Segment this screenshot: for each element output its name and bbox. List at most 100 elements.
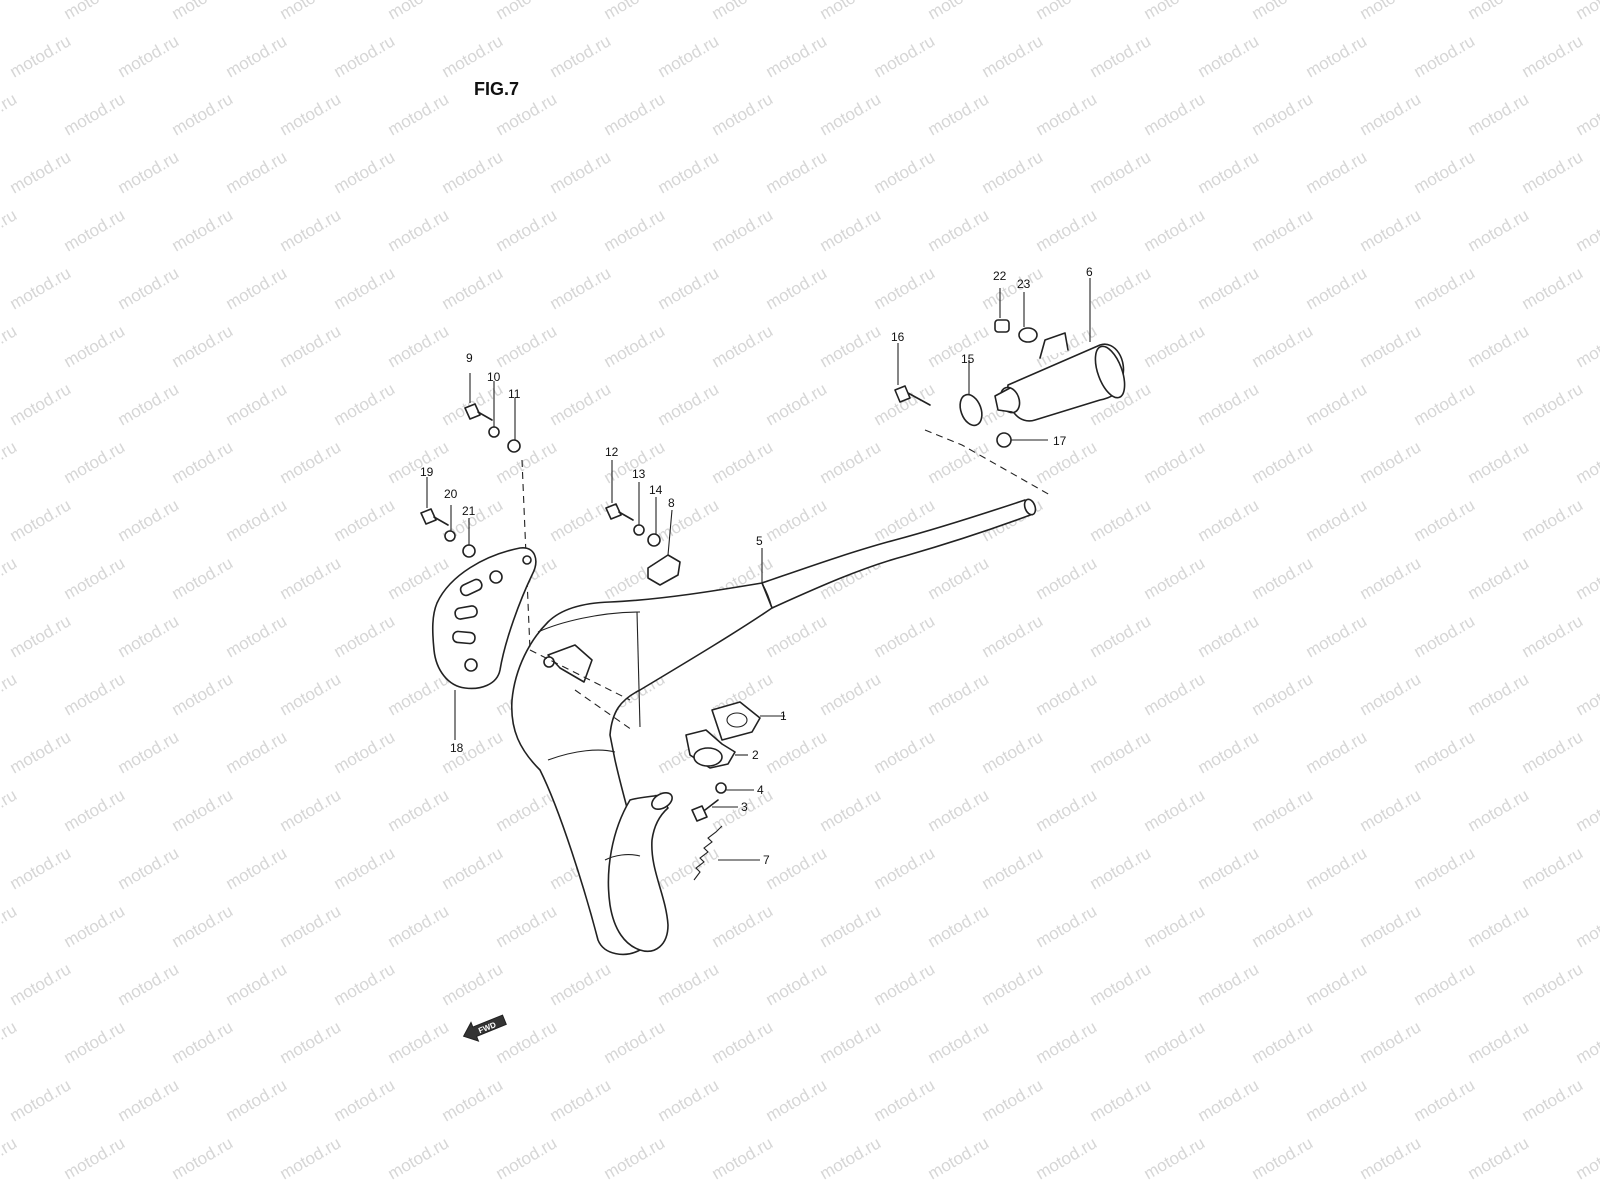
watermark-text: motod.ru: [655, 147, 723, 197]
callout-21: 21: [462, 504, 476, 518]
watermark-text: motod.ru: [1519, 263, 1587, 313]
cushion-23: [1018, 327, 1038, 343]
watermark-text: motod.ru: [1357, 901, 1425, 951]
watermark-text: motod.ru: [979, 31, 1047, 81]
watermark-text: motod.ru: [1249, 785, 1317, 835]
clamp-15: [959, 393, 983, 427]
watermark-text: motod.ru: [1573, 321, 1600, 371]
watermark-text: motod.ru: [655, 379, 723, 429]
watermark-text: motod.ru: [655, 843, 723, 893]
watermark-text: motod.ru: [277, 1017, 345, 1067]
watermark-text: motod.ru: [1303, 263, 1371, 313]
watermark-text: motod.ru: [1411, 31, 1479, 81]
watermark-text: motod.ru: [277, 553, 345, 603]
watermark-text: motod.ru: [547, 263, 615, 313]
watermark-text: motod.ru: [385, 901, 453, 951]
watermark-text: motod.ru: [547, 495, 615, 545]
watermark-text: motod.ru: [439, 727, 507, 777]
watermark-text: motod.ru: [1357, 785, 1425, 835]
watermark-text: motod.ru: [1141, 1017, 1209, 1067]
callout-12: 12: [605, 445, 619, 459]
watermark-text: motod.ru: [1249, 1017, 1317, 1067]
watermark-text: motod.ru: [169, 785, 237, 835]
watermark-text: motod.ru: [925, 1133, 993, 1183]
heat-shield: [431, 547, 537, 690]
watermark-text: motod.ru: [0, 785, 20, 835]
watermark-text: motod.ru: [115, 727, 183, 777]
watermark-text: motod.ru: [1573, 1133, 1600, 1183]
watermark-text: motod.ru: [979, 147, 1047, 197]
watermark-text: motod.ru: [1303, 1075, 1371, 1125]
watermark-text: motod.ru: [1141, 1133, 1209, 1183]
guide-line-d: [924, 429, 1051, 496]
watermark-text: motod.ru: [1465, 1133, 1533, 1183]
watermark-text: motod.ru: [709, 1017, 777, 1067]
watermark-text: motod.ru: [223, 379, 291, 429]
watermark-text: motod.ru: [1303, 31, 1371, 81]
watermark-text: motod.ru: [7, 727, 75, 777]
watermark-text: motod.ru: [1141, 0, 1209, 23]
watermark-text: motod.ru: [61, 205, 129, 255]
watermark-text: motod.ru: [709, 901, 777, 951]
watermark-text: motod.ru: [817, 1017, 885, 1067]
callout-13: 13: [632, 467, 646, 481]
watermark-text: motod.ru: [1465, 89, 1533, 139]
watermark-text: motod.ru: [655, 495, 723, 545]
callout-8: 8: [668, 496, 675, 510]
watermark-text: motod.ru: [277, 437, 345, 487]
watermark-text: motod.ru: [1033, 785, 1101, 835]
watermark-text: motod.ru: [979, 959, 1047, 1009]
watermark-text: motod.ru: [817, 669, 885, 719]
watermark-text: motod.ru: [709, 0, 777, 23]
watermark-text: motod.ru: [61, 669, 129, 719]
watermark-text: motod.ru: [61, 89, 129, 139]
watermark-text: motod.ru: [1411, 611, 1479, 661]
washer-14: [647, 533, 661, 547]
watermark-text: motod.ru: [1465, 0, 1533, 23]
watermark-text: motod.ru: [1249, 901, 1317, 951]
watermark-text: motod.ru: [385, 205, 453, 255]
watermark-text: motod.ru: [1087, 727, 1155, 777]
watermark-text: motod.ru: [331, 1075, 399, 1125]
watermark-text: motod.ru: [331, 379, 399, 429]
watermark-text: motod.ru: [277, 321, 345, 371]
watermark-text: motod.ru: [169, 553, 237, 603]
watermark-text: motod.ru: [925, 89, 993, 139]
watermark-text: motod.ru: [1357, 669, 1425, 719]
callout-23: 23: [1017, 277, 1031, 291]
watermark-text: motod.ru: [0, 0, 20, 23]
watermark-text: motod.ru: [1465, 669, 1533, 719]
watermark-text: motod.ru: [871, 843, 939, 893]
watermark-text: motod.ru: [0, 1017, 20, 1067]
watermark-text: motod.ru: [1195, 495, 1263, 545]
watermark-text: motod.ru: [871, 1075, 939, 1125]
watermark-text: motod.ru: [871, 611, 939, 661]
watermark-text: motod.ru: [1141, 205, 1209, 255]
bolt-9: [464, 403, 493, 421]
watermark-text: motod.ru: [331, 959, 399, 1009]
callout-18: 18: [450, 741, 464, 755]
watermark-text: motod.ru: [1573, 553, 1600, 603]
watermark-text: motod.ru: [0, 1133, 20, 1183]
watermark-text: motod.ru: [601, 205, 669, 255]
watermark-text: motod.ru: [925, 785, 993, 835]
watermark-text: motod.ru: [547, 959, 615, 1009]
watermark-text: motod.ru: [1141, 669, 1209, 719]
watermark-text: motod.ru: [655, 263, 723, 313]
callout-2: 2: [752, 748, 759, 762]
watermark-text: motod.ru: [7, 263, 75, 313]
watermark-text: motod.ru: [763, 147, 831, 197]
watermark-text: motod.ru: [1141, 437, 1209, 487]
watermark-text: motod.ru: [493, 1133, 561, 1183]
watermark-text: motod.ru: [331, 495, 399, 545]
watermark-text: motod.ru: [601, 89, 669, 139]
watermark-text: motod.ru: [0, 553, 20, 603]
silencer: [994, 332, 1126, 422]
watermark-text: motod.ru: [115, 495, 183, 545]
watermark-text: motod.ru: [925, 437, 993, 487]
watermark-text: motod.ru: [1303, 379, 1371, 429]
callout-9: 9: [466, 351, 473, 365]
callout-19: 19: [420, 465, 434, 479]
watermark-text: motod.ru: [493, 205, 561, 255]
